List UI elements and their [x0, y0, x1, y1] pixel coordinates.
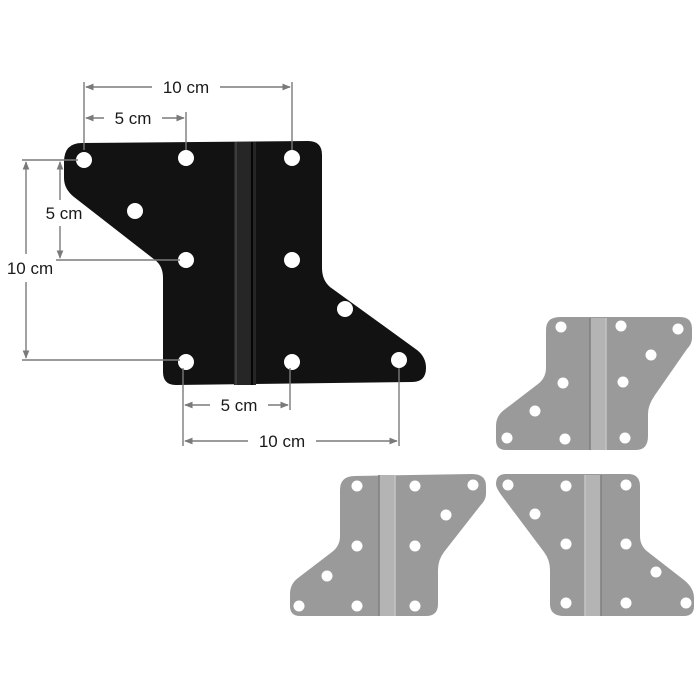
- dim-label-bottom-inner: 5 cm: [221, 396, 258, 415]
- mount-hole: [178, 354, 194, 370]
- dim-label-left-inner: 5 cm: [46, 204, 83, 223]
- silver-adapter-plate: [290, 474, 486, 616]
- mount-hole: [178, 150, 194, 166]
- black-adapter-plate: [64, 141, 426, 385]
- dimension-lines: [22, 82, 400, 446]
- mount-hole: [284, 150, 300, 166]
- dim-label-top-outer: 10 cm: [163, 78, 209, 97]
- dim-label-top-inner: 5 cm: [115, 109, 152, 128]
- silver-adapter-plate: [496, 317, 692, 450]
- mount-hole: [391, 352, 407, 368]
- dim-label-bottom-outer: 10 cm: [259, 432, 305, 451]
- mount-hole: [284, 354, 300, 370]
- mount-hole: [178, 252, 194, 268]
- dim-label-left-outer: 10 cm: [7, 259, 53, 278]
- black-plate-fold: [234, 142, 256, 385]
- silver-adapter-plate: [496, 474, 694, 616]
- mount-hole: [337, 301, 353, 317]
- mount-hole: [76, 152, 92, 168]
- mount-hole: [284, 252, 300, 268]
- mount-hole: [127, 203, 143, 219]
